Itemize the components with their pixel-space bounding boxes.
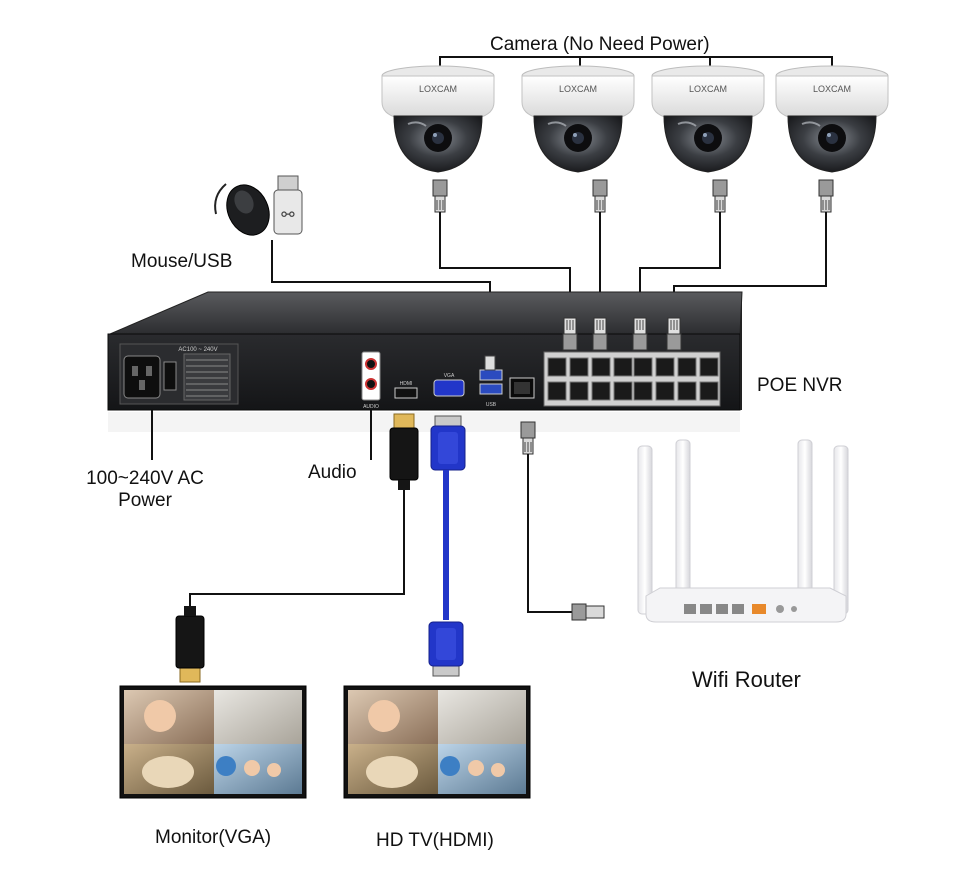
monitor-vga-label: Monitor(VGA) <box>155 827 272 848</box>
audio-label: Audio <box>308 462 357 483</box>
camera-rj45-connectors <box>432 179 834 213</box>
poe-nvr-device: AC100 ~ 240V AUDIO HDMI VGA USB <box>107 291 743 432</box>
mouse-icon <box>214 183 270 236</box>
dome-camera: LOXCAM <box>381 65 495 173</box>
mouse-usb-label: Mouse/USB <box>131 251 233 272</box>
wifi-router-label: Wifi Router <box>692 667 801 692</box>
psu-rating-text: AC100 ~ 240V <box>178 347 217 353</box>
dome-camera: LOXCAM <box>521 65 635 173</box>
usb-port-text: USB <box>486 402 497 408</box>
camera-brand-text: LOXCAM <box>813 84 851 94</box>
vga-cable <box>428 415 466 677</box>
audio-port-text: AUDIO <box>363 404 379 410</box>
camera-bracket <box>439 56 833 68</box>
camera-brand-text: LOXCAM <box>419 84 457 94</box>
vga-port-text: VGA <box>444 373 455 379</box>
hdmi-cable <box>175 413 419 683</box>
usb-drive-icon: ⚯ <box>273 175 303 235</box>
hd-tv-hdmi <box>343 685 531 799</box>
usb-plug <box>484 355 496 371</box>
camera-brand-text: LOXCAM <box>689 84 727 94</box>
router-ethernet-cable <box>520 421 605 621</box>
dome-camera: LOXCAM <box>651 65 765 173</box>
hdmi-port-text: HDMI <box>400 381 413 387</box>
camera-brand-text: LOXCAM <box>559 84 597 94</box>
wifi-router-device <box>637 439 849 623</box>
dome-camera: LOXCAM <box>775 65 889 173</box>
camera-label: Camera (No Need Power) <box>490 34 710 55</box>
hdtv-hdmi-label: HD TV(HDMI) <box>376 830 494 851</box>
poe-nvr-label: POE NVR <box>757 375 843 396</box>
power-label: 100~240V AC Power <box>80 468 210 512</box>
monitor-vga <box>119 685 307 799</box>
power-label-line1: 100~240V AC <box>86 468 204 489</box>
power-label-line2: Power <box>118 489 172 511</box>
svg-text:⚯: ⚯ <box>281 205 295 224</box>
